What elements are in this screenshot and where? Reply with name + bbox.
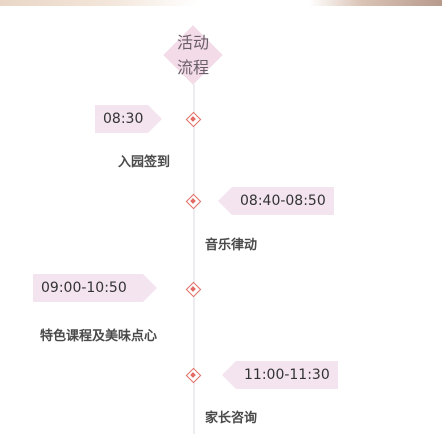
timeline-title: 活动 流程	[176, 33, 209, 77]
time-tag-1: 08:30	[95, 105, 162, 133]
event-label-3: 特色课程及美味点心	[40, 329, 158, 344]
time-tag-4: 11:00-11:30	[222, 361, 338, 389]
timeline-header-badge: 活动 流程	[150, 20, 236, 90]
event-label-2: 音乐律动	[205, 238, 258, 253]
event-label-1: 入园签到	[118, 155, 171, 170]
diamond-marker-icon	[185, 193, 202, 210]
diamond-marker-icon	[185, 367, 202, 384]
time-tag-2: 08:40-08:50	[218, 187, 334, 215]
time-tag-3: 09:00-10:50	[33, 274, 157, 302]
event-label-4: 家长咨询	[205, 411, 258, 426]
diamond-marker-icon	[185, 111, 202, 128]
top-banner-strip	[0, 0, 442, 6]
timeline-line	[193, 84, 195, 434]
diamond-marker-icon	[185, 281, 202, 298]
